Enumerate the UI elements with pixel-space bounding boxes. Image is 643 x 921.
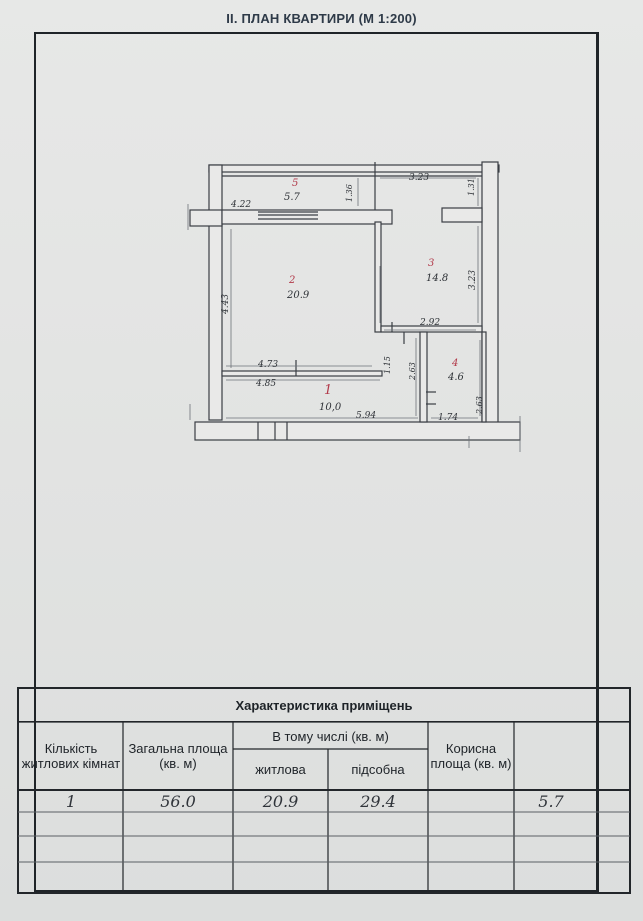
rooms-characteristics-table: Характеристика приміщень Кількість житло… <box>17 687 631 894</box>
room1-number: 1 <box>324 383 332 398</box>
drawing-frame <box>34 32 599 892</box>
dim-room2-bottom: 4.73 <box>257 360 278 370</box>
dim-balcony-height: 1.36 <box>345 184 354 202</box>
header-useful: Корисна площа (кв. м) <box>430 741 512 771</box>
value-extra: 5.7 <box>538 791 564 811</box>
value-living: 20.9 <box>262 791 299 811</box>
value-useful <box>430 791 512 811</box>
header-total-area: Загальна площа (кв. м) <box>128 741 228 771</box>
dim-top-right-width: 3.23 <box>409 173 429 183</box>
dim-balcony-left: 4.22 <box>230 200 251 210</box>
dim-room3-bottom: 2.92 <box>419 318 440 328</box>
dim-bath-bottom: 1.74 <box>438 413 458 423</box>
table-grid <box>17 687 631 894</box>
room3-area: 14.8 <box>426 273 448 284</box>
header-auxiliary: підсобна <box>351 761 405 777</box>
room3-number: 3 <box>428 258 434 269</box>
header-including: В тому числі (кв. м) <box>272 728 389 744</box>
header-rooms-count: Кількість житлових кімнат <box>21 741 121 771</box>
dim-room3-height: 3.23 <box>468 270 478 290</box>
dim-top-right-height: 1.31 <box>467 178 476 196</box>
dim-corridor-bottom: 5.94 <box>356 411 376 421</box>
page-title: II. ПЛАН КВАРТИРИ (М 1:200) <box>226 11 417 26</box>
room1-area: 10,0 <box>319 402 342 413</box>
plan-walls <box>189 161 521 441</box>
room2-number: 2 <box>288 275 295 286</box>
dim-corridor-left: 4.85 <box>255 379 276 389</box>
room5-area: 5.7 <box>284 192 301 203</box>
header-living: житлова <box>255 761 306 777</box>
room5-number: 5 <box>292 178 298 189</box>
room2-area: 20.9 <box>286 290 310 301</box>
value-rooms-count: 1 <box>65 791 77 811</box>
room4-number: 4 <box>451 358 458 369</box>
dim-corridor-mid-v: 1.15 <box>383 356 392 374</box>
dim-bath-left-v: 2.63 <box>408 362 417 381</box>
dim-bath-right-v: 2.63 <box>475 396 484 415</box>
room4-area: 4.6 <box>447 372 465 383</box>
value-auxiliary: 29.4 <box>360 791 396 811</box>
dim-room2-height: 4.43 <box>221 294 231 315</box>
dimension-lines <box>187 177 521 452</box>
value-total-area: 56.0 <box>160 791 196 811</box>
